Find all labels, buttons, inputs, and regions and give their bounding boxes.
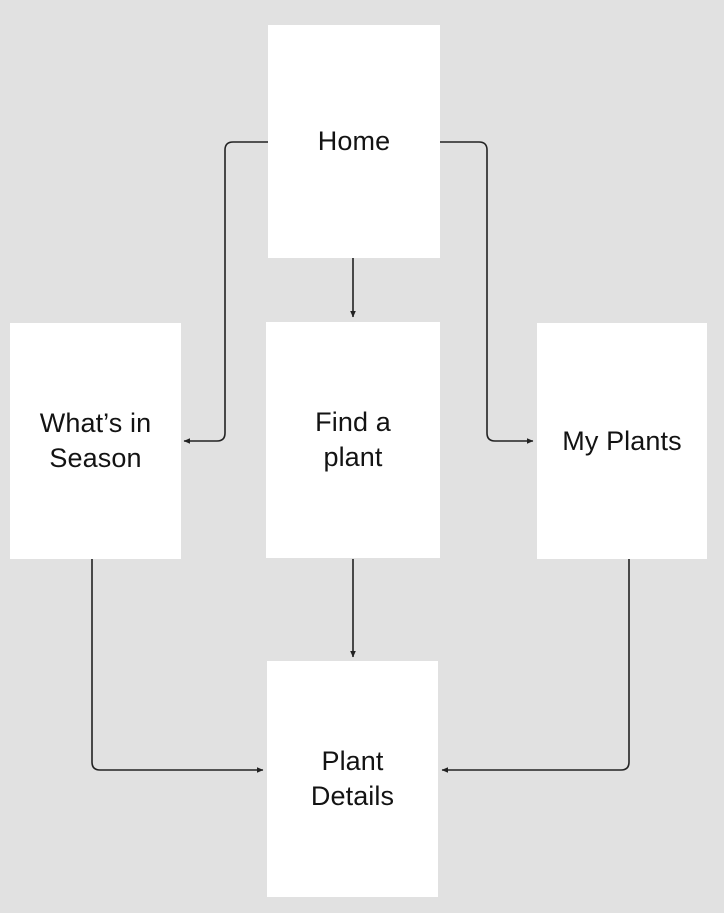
connector-home-to-my-plants bbox=[440, 141, 534, 444]
node-home[interactable]: Home bbox=[268, 25, 440, 258]
node-plant-details[interactable]: Plant Details bbox=[267, 661, 438, 897]
node-whats-in-season-label: What’s in Season bbox=[39, 408, 152, 473]
node-home-label: Home bbox=[317, 126, 391, 156]
connector-whats-in-season-to-plant-details bbox=[91, 559, 264, 773]
node-find-a-plant-label: Find a plant bbox=[315, 407, 391, 472]
connector-my-plants-to-plant-details bbox=[441, 559, 630, 773]
node-my-plants-label: My Plants bbox=[562, 425, 682, 456]
node-my-plants[interactable]: My Plants bbox=[537, 323, 707, 559]
node-plant-details-label: Plant Details bbox=[310, 746, 395, 811]
connector-home-to-whats-in-season bbox=[183, 141, 268, 444]
node-whats-in-season[interactable]: What’s in Season bbox=[10, 323, 181, 559]
node-find-a-plant[interactable]: Find a plant bbox=[266, 322, 440, 558]
